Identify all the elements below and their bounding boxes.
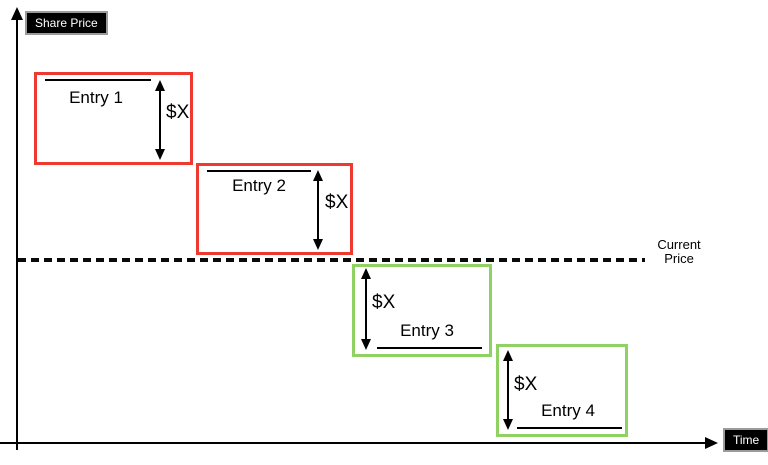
entry-2-measure-label: $X: [325, 192, 349, 213]
entry-4-measure-label: $X: [514, 374, 538, 395]
vertical-double-arrow-icon: [361, 268, 371, 350]
entry-3-price-line: [377, 347, 482, 349]
entry-3-box: $X Entry 3: [352, 264, 492, 357]
entry-3-measure-label: $X: [372, 292, 396, 313]
x-axis-label-badge: Time: [723, 428, 768, 452]
entry-1-measure-label: $X: [166, 102, 190, 123]
entry-1-box: Entry 1 $X: [34, 72, 193, 165]
x-axis-arrowhead-icon: [705, 437, 718, 449]
entry-2-label: Entry 2: [232, 176, 286, 195]
y-axis-label-badge: Share Price: [25, 11, 108, 35]
current-price-label: Current Price: [657, 237, 701, 266]
vertical-double-arrow-icon: [503, 350, 513, 430]
entry-4-box: $X Entry 4: [496, 344, 628, 437]
vertical-double-arrow-icon: [313, 170, 323, 250]
current-price-dashed-line: [18, 258, 645, 262]
entry-1-label: Entry 1: [69, 88, 123, 107]
y-axis-line: [16, 14, 18, 450]
x-axis-line: [0, 442, 706, 444]
entry-2-box: Entry 2 $X: [196, 163, 353, 255]
vertical-double-arrow-icon: [155, 80, 165, 160]
entry-4-price-line: [517, 427, 622, 429]
entry-4-label: Entry 4: [541, 401, 595, 420]
entry-1-price-line: [45, 79, 151, 81]
y-axis-arrowhead-icon: [11, 7, 23, 20]
entry-3-label: Entry 3: [400, 321, 454, 340]
entry-2-price-line: [207, 170, 311, 172]
